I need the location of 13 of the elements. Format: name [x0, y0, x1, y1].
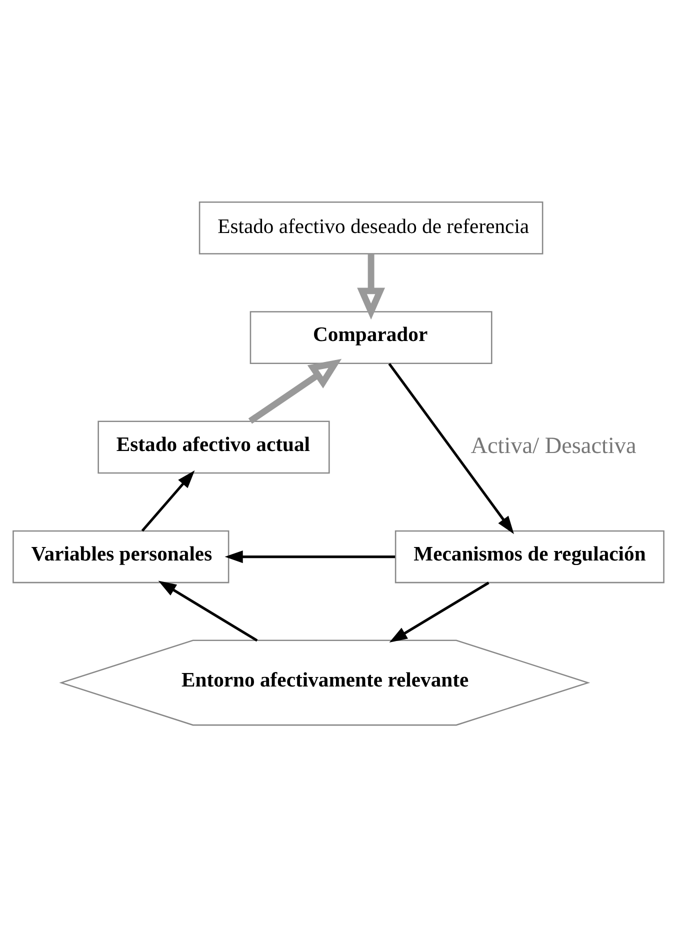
- arrow: [248, 358, 342, 424]
- node-box: Variables personales: [12, 530, 230, 583]
- arrow: [389, 581, 490, 642]
- arrow: [141, 470, 195, 532]
- arrow: [388, 362, 514, 534]
- node-box: Comparador: [250, 310, 492, 364]
- edge-label: Activa/ Desactiva: [470, 432, 636, 458]
- node-box: Mecanismos de regulación: [394, 530, 664, 583]
- arrow: [158, 580, 258, 642]
- node-box: Estado afectivo actual: [98, 420, 330, 474]
- node-box: Estado afectivo deseado de referencia: [198, 201, 544, 254]
- arrow: [224, 550, 396, 563]
- arrow: [357, 254, 386, 320]
